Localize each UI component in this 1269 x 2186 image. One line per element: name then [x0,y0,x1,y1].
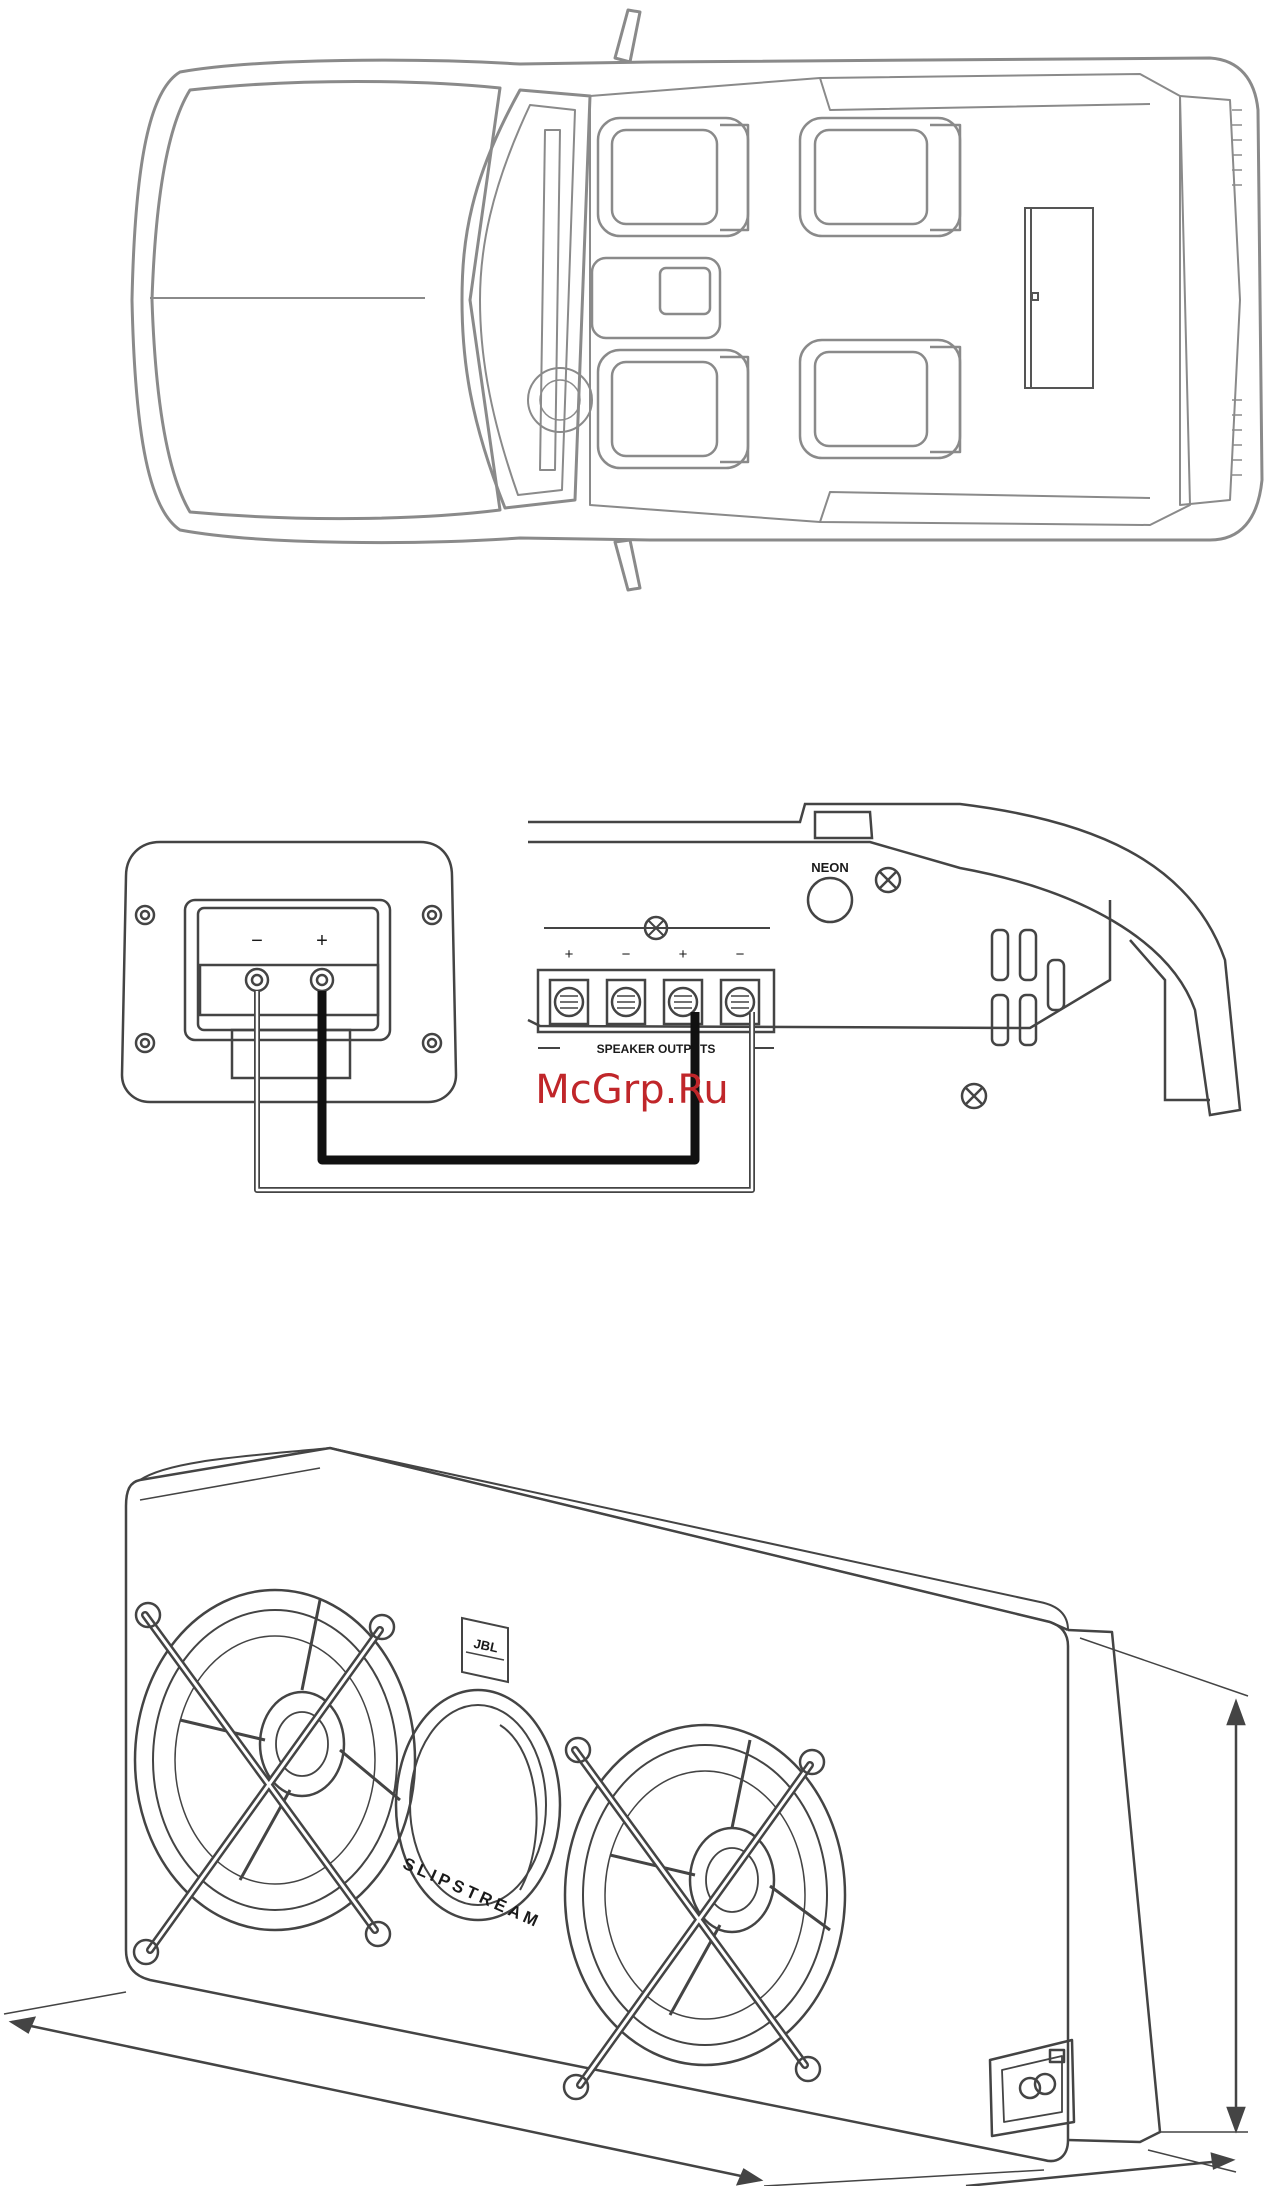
enclosure-dimensions-figure: JBL SLIPSTREAM [0,1420,1269,2186]
neon-indicator [808,878,852,922]
enclosure-front-face [126,1448,1068,2161]
neon-label: NEON [811,860,849,875]
center-console [592,258,720,338]
wiring-diagram-figure: − + NEON + − + − [0,780,1269,1240]
amp-sign-2: − [622,946,631,963]
right-woofer [564,1725,845,2099]
sub-minus-label: − [251,930,263,952]
amp-sign-3: + [679,946,688,963]
enclosure-terminal-cup [990,2040,1074,2136]
vehicle-hood [152,82,500,519]
subwoofer-terminal-plate [122,842,456,1102]
front-left-seat [598,118,748,236]
vehicle-windshield [462,90,590,508]
rear-left-seat [800,118,960,236]
left-woofer [134,1590,415,1964]
left-mirror [615,10,640,62]
subwoofer-in-cargo [1025,208,1093,388]
right-mirror [615,540,640,590]
front-right-seat [598,350,748,468]
rear-right-seat [800,340,960,458]
speaker-output-terminal-block [538,917,774,1048]
sub-plus-label: + [316,930,328,952]
width-dimension [12,2022,760,2180]
vehicle-top-view-figure [0,0,1269,620]
amp-sign-4: − [736,946,745,963]
enclosure-side-face [1068,1630,1160,2142]
sub-negative-post [246,969,268,991]
depth-dimension [966,2160,1232,2186]
steering-wheel [528,368,592,432]
jbl-badge-text: JBL [472,1636,499,1656]
watermark: McGrp.Ru [535,1067,728,1113]
sub-positive-post [311,969,333,991]
amp-sign-1: + [565,946,574,963]
